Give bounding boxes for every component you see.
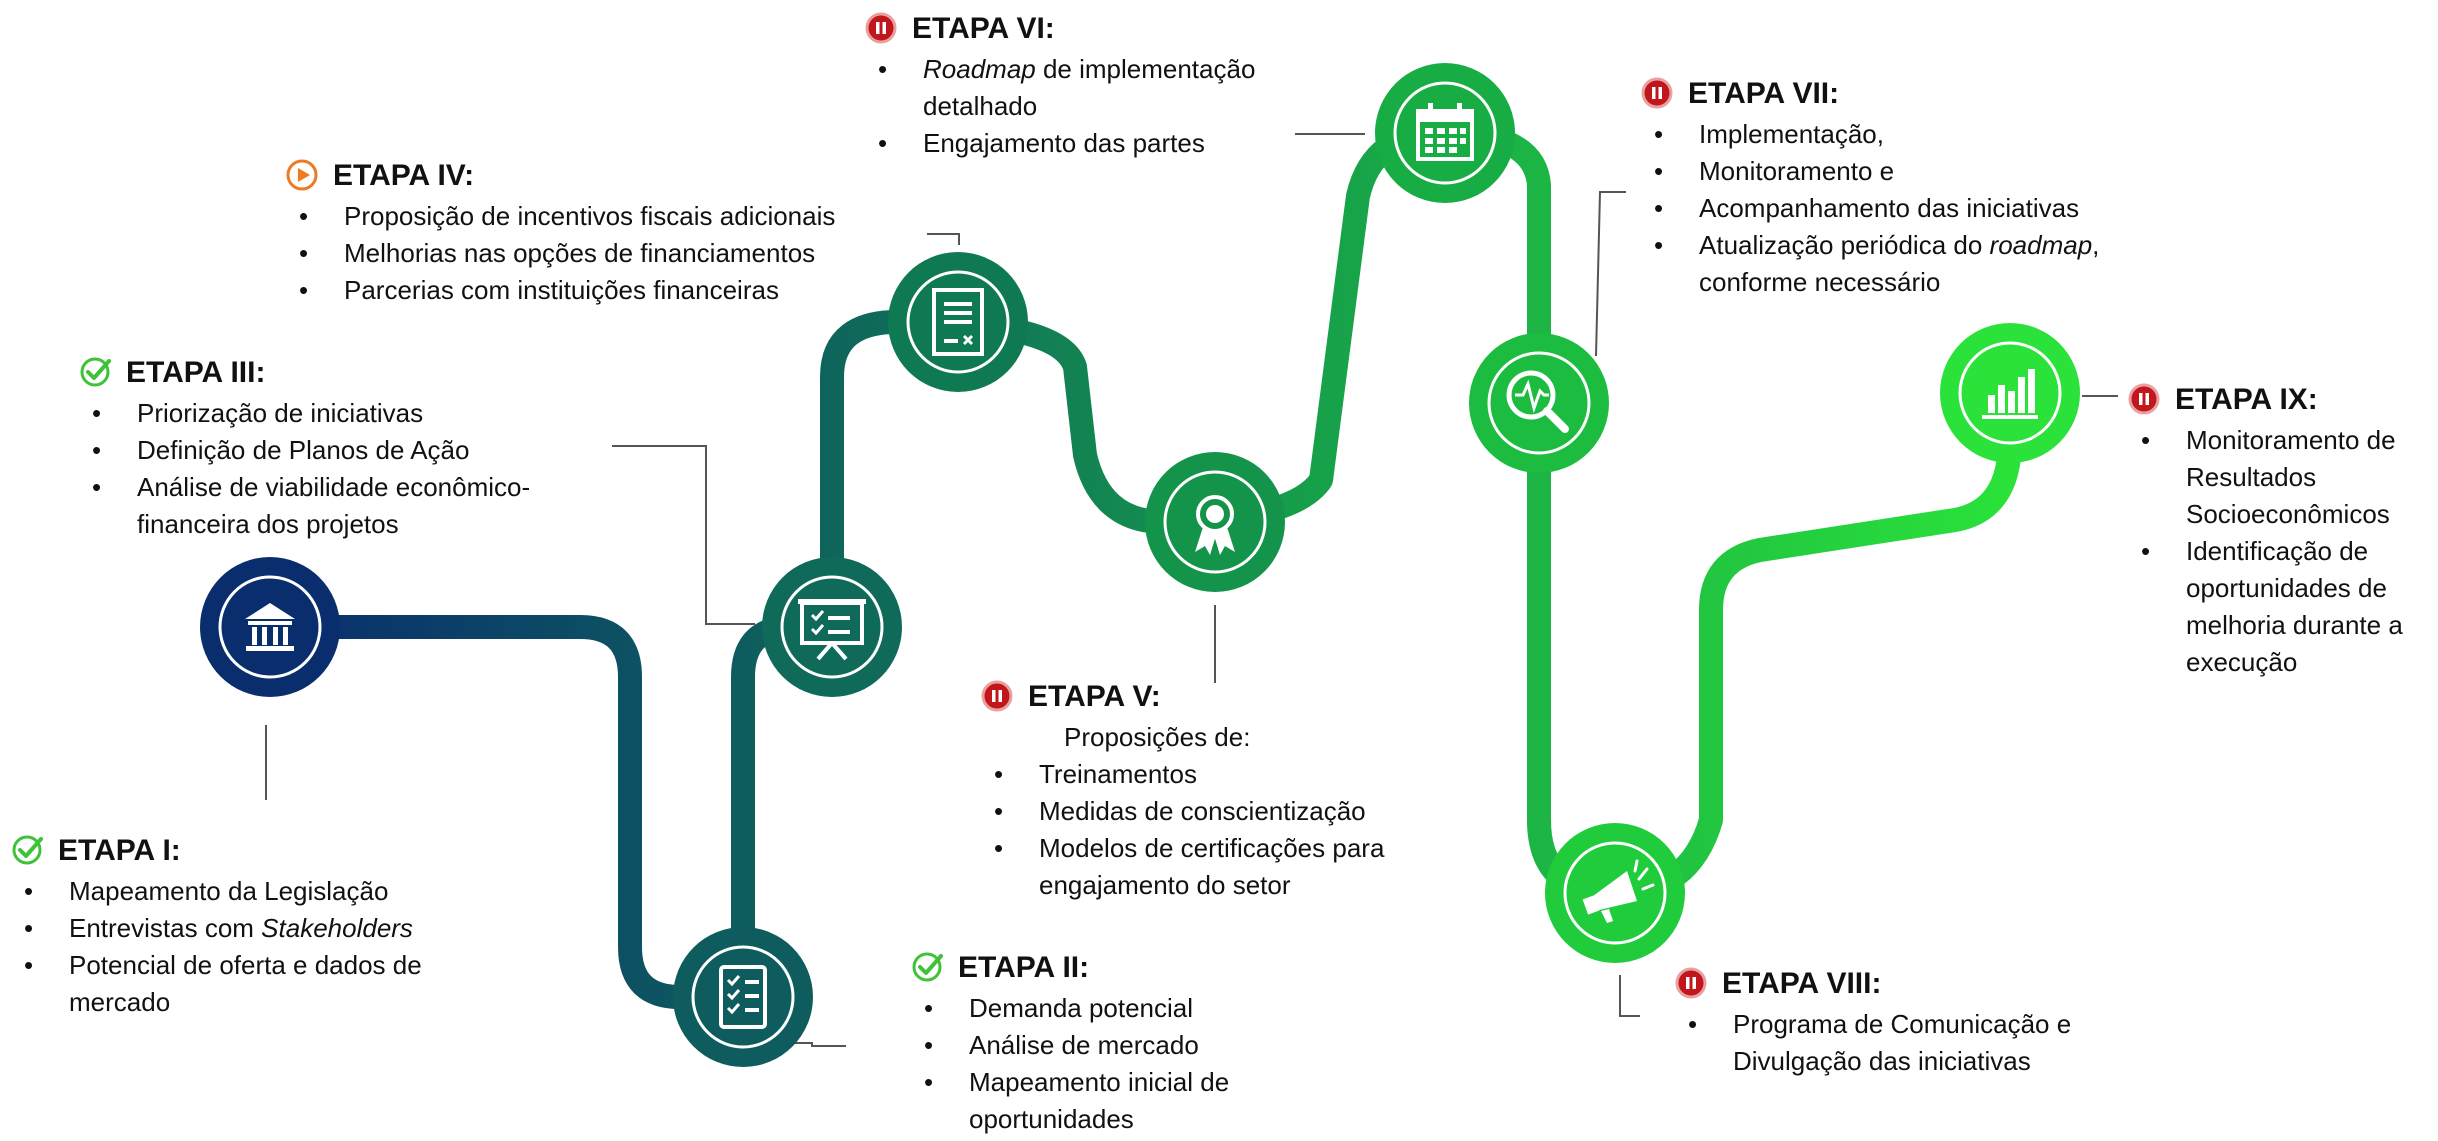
stage-viii: ETAPA VIII: Programa de Comunicação e Di… [1674,960,2104,1080]
calendar-icon [1416,103,1474,161]
list-item: Priorização de iniciativas [78,395,638,432]
list-item: Demanda potencial [910,990,1310,1027]
list-item: Entrevistas com Stakeholders [10,910,422,947]
paused-icon [981,680,1013,712]
list-item: Acompanhamento das iniciativas [1640,190,2140,227]
done-check-icon [12,835,43,865]
stage-i: ETAPA I: Mapeamento da Legislação Entrev… [10,827,422,1021]
in-progress-play-icon [286,159,318,191]
stage-vi: ETAPA VI: Roadmap de implementação detal… [864,5,1314,162]
stage-title: ETAPA II: [958,950,1090,984]
list-item: Parcerias com instituições financeiras [285,272,1005,309]
presentation-board-icon [798,599,866,661]
megaphone-icon [1582,859,1655,923]
list-item: Implementação, [1640,116,2140,153]
list-item: Engajamento das partes [864,125,1314,162]
analysis-magnifier-icon [1506,370,1569,433]
list-item: Atualização periódica do roadmap, confor… [1640,227,2140,301]
list-item: Mapeamento da Legislação [10,873,422,910]
stage-node-i [200,557,340,697]
stage-node-v [1145,452,1285,592]
stage-title: ETAPA VI: [912,11,1055,45]
stage-title: ETAPA I: [58,833,181,867]
list-item: Identificação de oportunidades de melhor… [2127,533,2438,681]
list-item: Roadmap de implementação detalhado [864,51,1314,125]
list-item: Mapeamento inicial de oportunidades [910,1064,1310,1138]
paused-icon [865,12,897,44]
stage-iii: ETAPA III: Priorização de iniciativas De… [78,349,638,543]
award-ribbon-icon [1195,495,1235,555]
stage-node-ii [673,927,813,1067]
stage-ix: ETAPA IX: Monitoramento de Resultados So… [2127,376,2438,681]
stage-vii: ETAPA VII: Implementação, Monitoramento … [1640,70,2140,301]
list-item: Proposição de incentivos fiscais adicion… [285,198,1005,235]
paused-icon [2128,383,2160,415]
stage-v: ETAPA V: Proposições de: Treinamentos Me… [980,673,1450,904]
done-check-icon [912,952,943,982]
stage-node-ix [1940,323,2080,463]
stage-title: ETAPA III: [126,355,266,389]
stage-node-iii [762,557,902,697]
paused-icon [1675,967,1707,999]
list-item: Monitoramento e [1640,153,2140,190]
stage-title: ETAPA VIII: [1722,966,1882,1000]
stage-title: ETAPA IV: [333,158,475,192]
stage-title: ETAPA V: [1028,679,1161,713]
list-item: Programa de Comunicação e Divulgação das… [1674,1006,2104,1080]
stage-node-viii [1545,823,1685,963]
list-item: Medidas de conscientização [980,793,1450,830]
bar-chart-icon [1982,369,2038,419]
list-item: Análise de viabilidade econômico-finance… [78,469,638,543]
list-item: Treinamentos [980,756,1450,793]
stage-iv: ETAPA IV: Proposição de incentivos fisca… [285,152,1005,309]
list-item: Análise de mercado [910,1027,1310,1064]
paused-icon [1641,77,1673,109]
done-check-icon [80,357,111,387]
government-building-icon [245,603,295,651]
list-item: Monitoramento de Resultados Socioeconômi… [2127,422,2438,533]
list-item: Melhorias nas opções de financiamentos [285,235,1005,272]
stage-node-vii [1469,333,1609,473]
list-item: Definição de Planos de Ação [78,432,638,469]
stage-title: ETAPA IX: [2175,382,2318,416]
stage-ii: ETAPA II: Demanda potencial Análise de m… [910,944,1310,1138]
checklist-icon [719,965,767,1029]
list-item: Modelos de certificações para engajament… [980,830,1450,904]
stage-intro: Proposições de: [1064,722,1251,752]
stage-title: ETAPA VII: [1688,76,1840,110]
stage-node-vi [1375,63,1515,203]
